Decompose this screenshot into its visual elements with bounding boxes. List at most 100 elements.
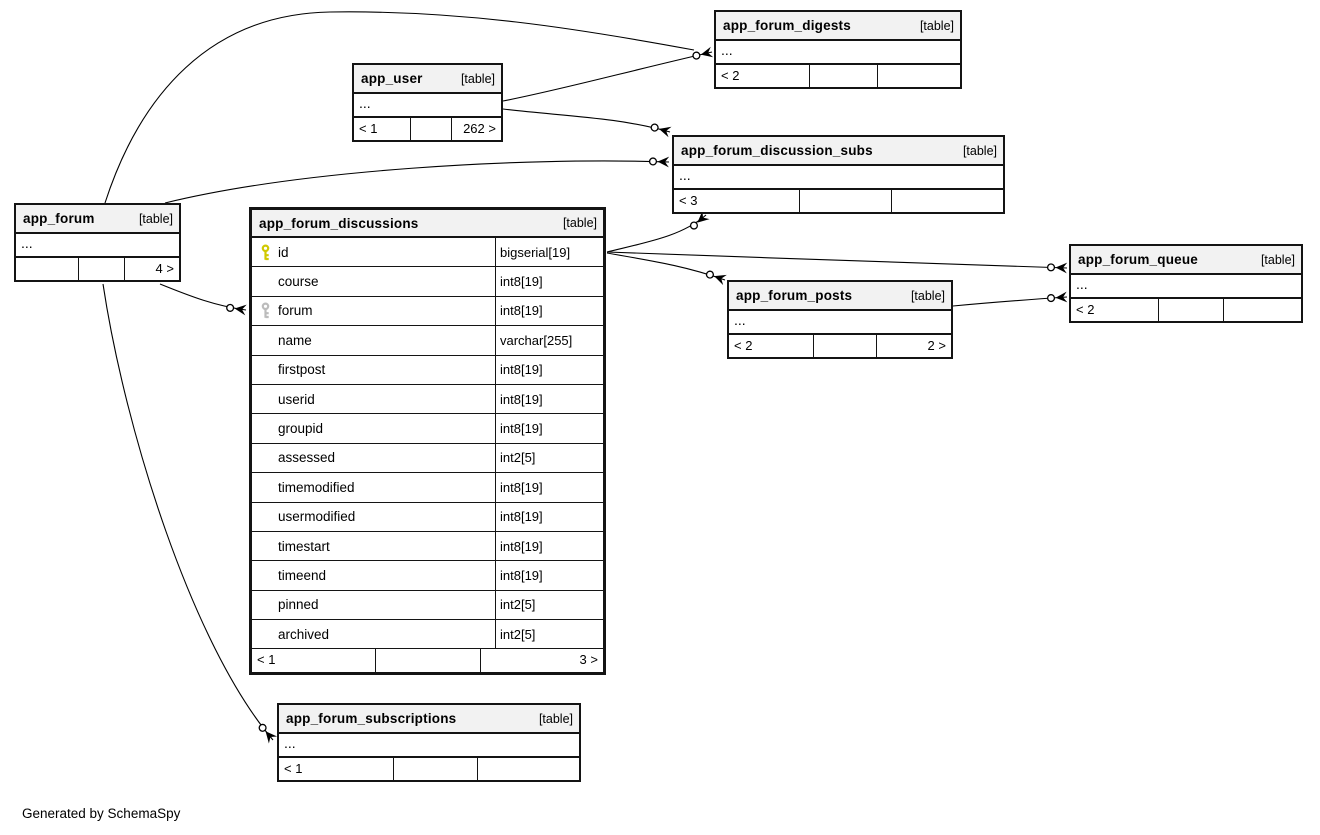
table-footer: < 1 3 > xyxy=(252,649,603,673)
column-name: course xyxy=(278,274,319,290)
table-app_forum_queue[interactable]: app_forum_queue [table] ... < 2 xyxy=(1069,244,1303,323)
column-type: int8[19] xyxy=(495,502,603,531)
primary-key-icon xyxy=(252,244,278,261)
columns-ellipsis: ... xyxy=(674,166,1003,190)
table-app_forum[interactable]: app_forum [table] ... 4 > xyxy=(14,203,181,282)
column-type: int8[19] xyxy=(495,355,603,384)
edge-app_user-app_forum_discussion_subs xyxy=(502,108,672,138)
footer-parent-count: < 1 xyxy=(359,121,378,136)
column-name: id xyxy=(278,244,289,260)
table-footer: < 2 2 > xyxy=(729,335,951,357)
footer-parent-count xyxy=(16,258,78,280)
table-header: app_forum_discussion_subs [table] xyxy=(674,137,1003,166)
column-type: int8[19] xyxy=(495,414,603,443)
table-footer: < 2 xyxy=(1071,299,1301,321)
table-title[interactable]: app_forum_subscriptions xyxy=(286,711,457,726)
column-type: int8[19] xyxy=(495,267,603,296)
footer-child-count: 4 > xyxy=(123,258,179,280)
table-title[interactable]: app_forum_discussions xyxy=(259,215,419,231)
column-name: usermodified xyxy=(278,509,356,525)
edge-app_forum-app_forum_discussions xyxy=(159,283,247,316)
column-name: userid xyxy=(278,391,315,407)
column-name: timestart xyxy=(278,538,330,554)
column-type: int2[5] xyxy=(495,620,603,649)
column-type: int2[5] xyxy=(495,443,603,473)
generated-by-note: Generated by SchemaSpy xyxy=(22,806,181,821)
table-header: app_forum [table] xyxy=(16,205,179,234)
table-header: app_forum_digests [table] xyxy=(716,12,960,41)
column-name: pinned xyxy=(278,597,319,613)
footer-child-count: 262 > xyxy=(451,118,501,140)
table-footer: 4 > xyxy=(16,258,179,280)
column-row-course: course int8[19] xyxy=(252,267,603,297)
table-type-tag: [table] xyxy=(910,288,945,303)
footer-child-count xyxy=(1222,299,1301,321)
table-type-tag: [table] xyxy=(1260,252,1295,267)
footer-middle-cell xyxy=(409,118,451,140)
table-app_user[interactable]: app_user [table] ... < 1 262 > xyxy=(352,63,503,142)
edge-app_forum_discussions-app_forum_discussion_subs xyxy=(606,210,710,253)
table-app_forum_subscriptions[interactable]: app_forum_subscriptions [table] ... < 1 xyxy=(277,703,581,782)
table-type-tag: [table] xyxy=(962,143,997,158)
table-header: app_forum_discussions [table] xyxy=(252,210,603,238)
table-header: app_forum_posts [table] xyxy=(729,282,951,311)
column-type: int8[19] xyxy=(495,561,603,590)
table-title[interactable]: app_forum_digests xyxy=(723,18,851,33)
edge-app_forum-app_forum_digests xyxy=(104,11,695,204)
table-header: app_user [table] xyxy=(354,65,501,94)
footer-child-count xyxy=(477,758,579,780)
column-name: name xyxy=(278,332,312,348)
table-title[interactable]: app_forum_discussion_subs xyxy=(681,143,873,158)
column-name: groupid xyxy=(278,421,324,437)
column-row-usermodified: usermodified int8[19] xyxy=(252,502,603,532)
table-title[interactable]: app_forum xyxy=(23,211,95,226)
table-type-tag: [table] xyxy=(919,18,954,33)
footer-middle-cell xyxy=(799,190,891,212)
column-type: int2[5] xyxy=(495,590,603,620)
edge-app_user-app_forum_digests xyxy=(502,46,714,102)
footer-middle-cell xyxy=(1158,299,1222,321)
table-app_forum_posts[interactable]: app_forum_posts [table] ... < 2 2 > xyxy=(727,280,953,359)
column-name: timeend xyxy=(278,567,327,583)
edge-app_forum_discussions-app_forum_posts xyxy=(606,252,727,286)
table-header: app_forum_queue [table] xyxy=(1071,246,1301,275)
column-name: forum xyxy=(278,303,313,319)
table-type-tag: [table] xyxy=(562,216,597,230)
edge-app_forum-app_forum_subscriptions xyxy=(102,283,278,744)
edge-app_forum_posts-app_forum_queue xyxy=(952,291,1068,307)
foreign-key-icon xyxy=(252,302,278,319)
footer-child-count xyxy=(877,65,960,87)
table-footer: < 1 262 > xyxy=(354,118,501,140)
table-type-tag: [table] xyxy=(460,71,495,86)
column-row-id: id bigserial[19] xyxy=(252,238,603,268)
footer-parent-count: < 3 xyxy=(679,193,698,208)
footer-middle-cell xyxy=(813,335,875,357)
table-header: app_forum_subscriptions [table] xyxy=(279,705,579,734)
columns-ellipsis: ... xyxy=(716,41,960,65)
discussions-column-list: id bigserial[19] course int8[19] forum int8[1… xyxy=(252,238,603,650)
table-title[interactable]: app_user xyxy=(361,71,423,86)
table-app_forum_discussions[interactable]: app_forum_discussions [table] id bigseria… xyxy=(249,207,606,676)
column-type: int8[19] xyxy=(495,384,603,414)
table-app_forum_digests[interactable]: app_forum_digests [table] ... < 2 xyxy=(714,10,962,89)
column-row-forum: forum int8[19] xyxy=(252,296,603,327)
footer-parent-count: < 1 xyxy=(257,652,276,668)
columns-ellipsis: ... xyxy=(16,234,179,258)
column-type: int8[19] xyxy=(495,296,603,326)
column-row-pinned: pinned int2[5] xyxy=(252,590,603,621)
column-row-groupid: groupid int8[19] xyxy=(252,414,603,444)
column-type: bigserial[19] xyxy=(495,238,603,267)
table-type-tag: [table] xyxy=(538,711,573,726)
column-name: firstpost xyxy=(278,362,326,378)
table-title[interactable]: app_forum_queue xyxy=(1078,252,1199,267)
table-type-tag: [table] xyxy=(138,211,173,226)
table-app_forum_discussion_subs[interactable]: app_forum_discussion_subs [table] ... < … xyxy=(672,135,1005,214)
table-footer: < 1 xyxy=(279,758,579,780)
column-row-userid: userid int8[19] xyxy=(252,384,603,415)
footer-parent-count: < 1 xyxy=(284,761,303,776)
table-title[interactable]: app_forum_posts xyxy=(736,288,853,303)
key-glyph xyxy=(261,244,269,260)
